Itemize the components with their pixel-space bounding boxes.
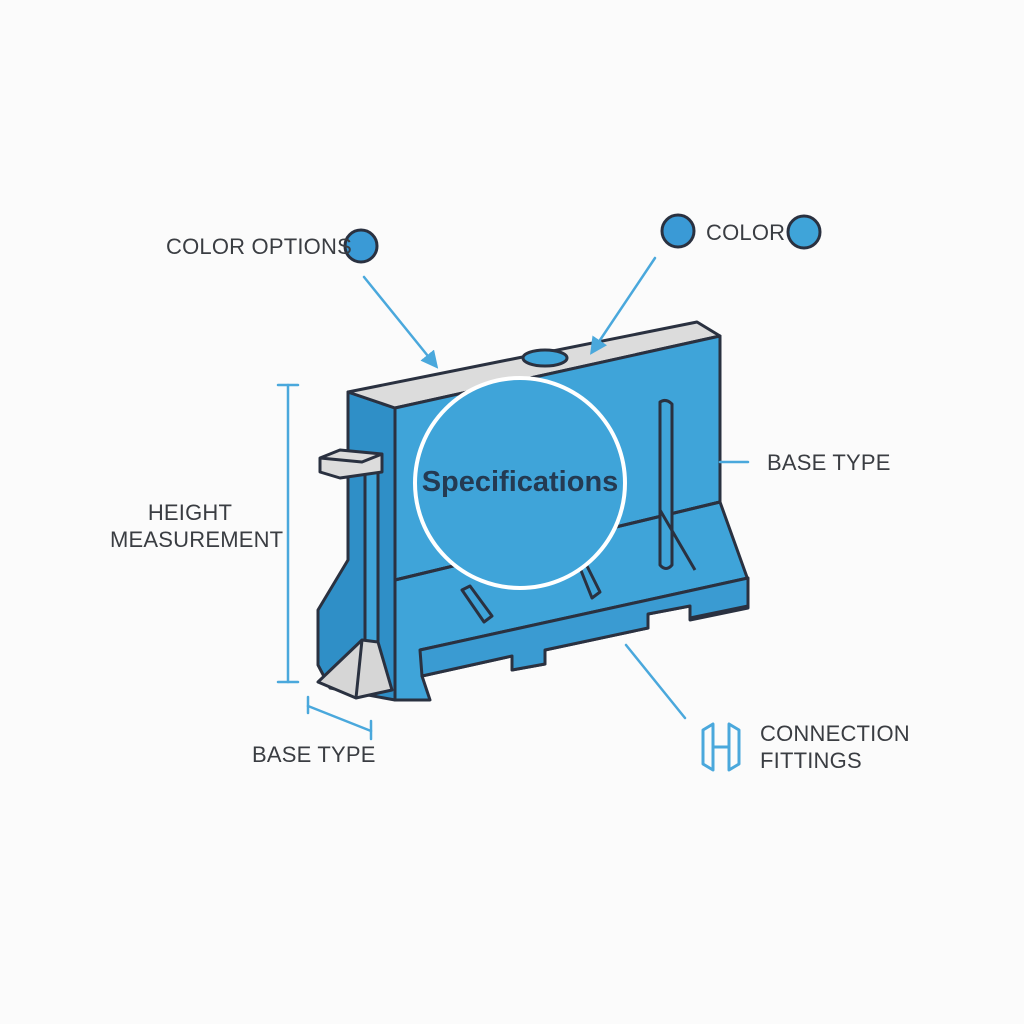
slot-base-1 <box>460 584 494 624</box>
circle-swatch-icon <box>786 214 822 250</box>
color-label: COLOR <box>706 220 786 245</box>
specifications-label: Specifications <box>421 466 619 498</box>
specifications-badge <box>413 376 627 590</box>
connection-label-line2: FITTINGS <box>760 748 862 773</box>
height-label-line1: HEIGHT <box>147 500 233 525</box>
base-bracket-line <box>306 704 373 733</box>
leader-color-options <box>362 275 439 369</box>
fill-cap <box>521 348 569 368</box>
base-type-right-label: BASE TYPE <box>767 450 891 475</box>
color-swatches <box>343 213 822 264</box>
connection-label-line1: CONNECTION <box>760 721 910 746</box>
end-cap-top <box>318 448 384 480</box>
slot-right <box>658 398 674 570</box>
leader-color <box>590 256 657 355</box>
height-label-line2: MEASUREMENT <box>110 527 284 552</box>
leader-connection <box>624 643 687 720</box>
leader-lines <box>276 256 750 741</box>
connection-fittings-label: CONNECTION FITTINGS <box>760 720 910 774</box>
end-post <box>363 468 380 662</box>
color-options-label: COLOR OPTIONS <box>166 234 352 259</box>
barrier-base-strip <box>418 576 750 678</box>
end-foot <box>316 638 394 700</box>
circle-swatch-icon <box>343 228 379 264</box>
circle-swatch-icon <box>660 213 696 249</box>
connector-h-icon <box>701 722 741 772</box>
height-measurement-label: HEIGHT MEASUREMENT <box>110 499 284 553</box>
base-type-bottom-label: BASE TYPE <box>252 742 376 767</box>
